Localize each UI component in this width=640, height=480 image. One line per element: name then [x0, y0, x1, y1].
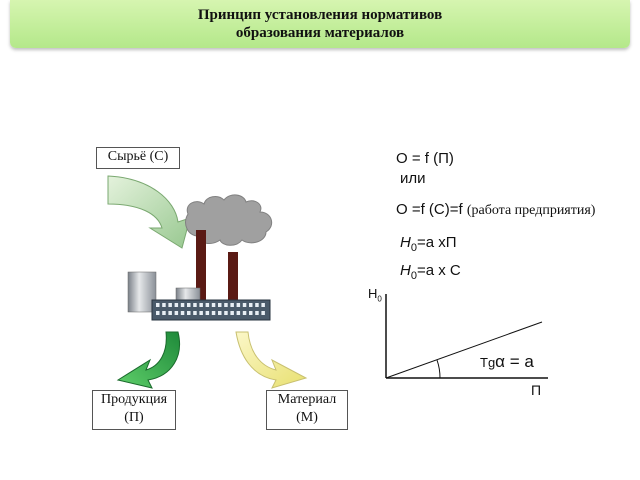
factory-window	[187, 303, 191, 307]
factory-window	[205, 303, 210, 307]
factory-window	[249, 303, 253, 307]
factory-window	[180, 303, 185, 307]
graph-trend-line	[385, 321, 543, 379]
factory-window	[156, 311, 160, 315]
angle-arc	[436, 359, 441, 379]
factory-window	[193, 303, 197, 307]
product-output-arrow	[116, 331, 180, 389]
factory-window	[205, 311, 210, 315]
title-line-1: Принцип установления нормативов	[197, 7, 443, 23]
formula-o-f-c-main: О =f (С)=f	[396, 201, 463, 218]
raw-material-label: Сырьё (С)	[107, 149, 169, 164]
product-symbol: (П)	[124, 410, 144, 425]
chimney-right	[228, 252, 238, 302]
factory-window	[236, 303, 241, 307]
factory-window	[249, 311, 253, 315]
product-box: Продукция (П)	[92, 390, 176, 430]
title-line-2: образования материалов	[235, 25, 405, 41]
factory-window	[218, 303, 222, 307]
factory-window	[224, 311, 228, 315]
graph-tg-prefix: Tg	[480, 355, 496, 370]
factory-window	[156, 303, 160, 307]
graph-tg-label: Tgα = а	[480, 352, 534, 372]
factory-window	[199, 303, 203, 307]
factory-window	[162, 303, 166, 307]
graph-y-label: Н0	[368, 286, 382, 304]
formula-o-f-c-note: (работа предприятия)	[466, 203, 596, 218]
material-output-arrow	[235, 331, 308, 389]
factory-windows	[156, 303, 265, 315]
graph-tg-rest: α = а	[495, 352, 534, 371]
formula-h0-ac-sub: 0	[410, 270, 417, 282]
factory-window	[168, 303, 172, 307]
material-symbol: (М)	[296, 410, 318, 425]
factory-window	[230, 303, 234, 307]
formula-h0-ap-sub: 0	[410, 242, 417, 254]
formula-h0-ac: Н0=а х С	[400, 262, 461, 282]
factory-window	[255, 311, 259, 315]
graph-y-letter: Н	[368, 286, 378, 301]
factory-window	[162, 311, 166, 315]
chimney-left	[196, 230, 206, 302]
graph-y-sub: 0	[377, 294, 382, 304]
factory-window	[168, 311, 172, 315]
factory-window	[236, 311, 241, 315]
material-label: Материал	[277, 392, 337, 407]
formula-h0-ap: Н0=а хП	[400, 234, 457, 254]
formula-h0-ac-h: Н	[400, 262, 411, 279]
factory-window	[242, 303, 247, 307]
raw-material-box: Сырьё (С)	[96, 147, 180, 169]
factory-window	[180, 311, 185, 315]
factory-window	[211, 311, 216, 315]
title-banner: Принцип установления нормативов образова…	[10, 0, 630, 48]
factory-window	[261, 311, 265, 315]
factory-window	[187, 311, 191, 315]
factory-window	[193, 311, 197, 315]
formula-h0-ap-rest: =а хП	[416, 234, 457, 251]
factory-window	[211, 303, 216, 307]
formula-o-f-c: О =f (С)=f (работа предприятия)	[396, 201, 595, 219]
graph-x-label: П	[531, 382, 542, 398]
factory-window	[230, 311, 234, 315]
storage-tank-large	[127, 271, 157, 313]
factory-window	[261, 303, 265, 307]
factory-window	[174, 303, 179, 307]
product-label: Продукция	[100, 392, 168, 407]
factory-window	[199, 311, 203, 315]
factory-window	[255, 303, 259, 307]
factory-window	[224, 303, 228, 307]
formula-h0-ap-h: Н	[400, 234, 411, 251]
factory-window	[242, 311, 247, 315]
formula-o-f-p: О = f (П)	[396, 150, 454, 167]
factory-window	[218, 311, 222, 315]
factory-window	[174, 311, 179, 315]
formula-or: или	[400, 170, 426, 187]
formula-h0-ac-rest: =а х С	[416, 262, 461, 279]
material-box: Материал (М)	[266, 390, 348, 430]
raw-input-arrow	[107, 175, 191, 249]
